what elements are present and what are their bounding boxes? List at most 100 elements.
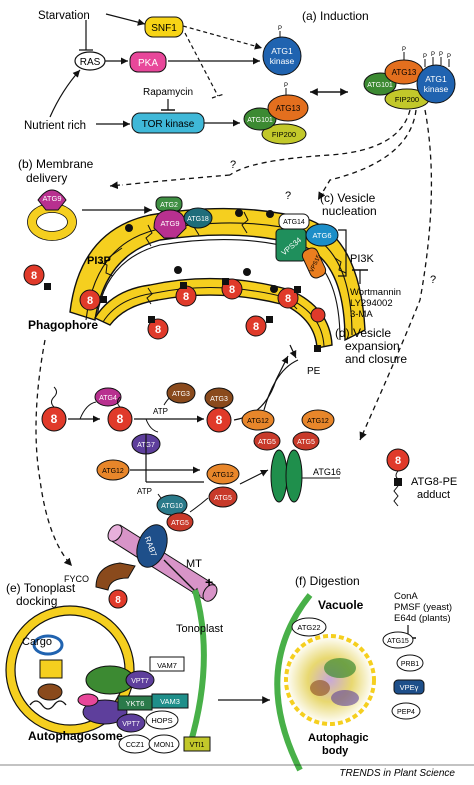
autophagosome-label: Autophagosome <box>28 729 123 743</box>
pep4-label: PEP4 <box>397 709 415 716</box>
adduct-label-1: ATG8-PE <box>411 476 457 488</box>
atg8-adduct-label: 8 <box>395 455 401 467</box>
vps15-node <box>301 247 327 279</box>
phagophore-label: Phagophore <box>28 318 98 332</box>
cona-label: ConA <box>394 591 418 602</box>
atg13b-label: ATG13 <box>392 68 417 77</box>
snf1-label: SNF1 <box>151 23 177 34</box>
microtubule <box>107 524 218 602</box>
atg22-node <box>291 617 327 637</box>
atg2-label: ATG2 <box>160 202 178 209</box>
atg5c-node <box>253 431 281 451</box>
section-c-label1: (c) Vesicle <box>320 191 376 205</box>
atg8-l5: 8 <box>229 284 235 296</box>
fyco-node <box>95 562 136 591</box>
atg5-node <box>208 486 238 508</box>
starvation-label: Starvation <box>38 10 90 22</box>
atg8-free-1 <box>41 386 67 432</box>
atg4-label: ATG4 <box>99 395 117 402</box>
atg16-right <box>285 449 303 503</box>
rapamycin-label: Rapamycin <box>143 87 193 98</box>
atg16-left <box>270 449 288 503</box>
fip200-node <box>261 123 307 145</box>
atg8-atg3 <box>204 387 234 433</box>
hops-label: HOPS <box>151 716 172 725</box>
atg6-node <box>305 223 339 247</box>
atg12b-label: ATG12 <box>212 472 234 479</box>
vam7-node <box>149 656 185 672</box>
atg13-phospho: P <box>284 83 288 89</box>
atg9-protein <box>37 189 67 211</box>
atg5c-label: ATG5 <box>258 439 276 446</box>
p2: P <box>423 54 427 60</box>
atp-label-1: ATP <box>153 407 168 416</box>
atg12-node <box>96 459 130 481</box>
vam3-label: VAM3 <box>160 697 180 706</box>
vacuole-label: Vacuole <box>318 598 364 612</box>
vam3-node <box>151 693 189 709</box>
atg9b-protein <box>153 209 187 239</box>
p5: P <box>447 54 451 60</box>
section-a-label: (a) Induction <box>302 9 369 23</box>
journal-footer: TRENDS in Plant Science <box>339 768 455 779</box>
p4: P <box>439 52 443 58</box>
atg8-free-3-label: 8 <box>216 413 223 427</box>
atg101b-label: ATG101 <box>367 82 393 89</box>
atg8-free-2-label: 8 <box>117 412 124 426</box>
atg5-label: ATG5 <box>214 495 232 502</box>
section-d-label3: and closure <box>345 352 407 366</box>
hops-node <box>145 710 179 730</box>
atg101-node <box>243 107 277 131</box>
mon1-label: MON1 <box>154 742 174 749</box>
vpt7b-label: VPT7 <box>122 721 140 728</box>
prb1-label: PRB1 <box>401 661 419 668</box>
autophagic-body-label-2: body <box>322 745 349 757</box>
atg8-l6: 8 <box>253 321 259 333</box>
pe-label: PE <box>307 366 321 377</box>
section-d-label2: expansion <box>345 339 400 353</box>
mt-plus: + <box>205 574 213 590</box>
section-e-label1: (e) Tonoplast <box>6 581 76 595</box>
fyco-label: FYCO <box>64 574 89 584</box>
atg1-kinase-line1: ATG1 <box>271 46 293 56</box>
tor-kinase-label: TOR kinase <box>142 119 195 130</box>
vpt7-label: VPT7 <box>131 678 149 685</box>
fip200-label: FIP200 <box>272 130 296 139</box>
question-3: ? <box>285 190 291 202</box>
pka-label: PKA <box>138 58 158 69</box>
atg22-label: ATG22 <box>297 623 320 632</box>
atg8-free-1-label: 8 <box>51 412 58 426</box>
vti1-node <box>183 736 211 752</box>
atg1-kinase-node <box>262 36 302 76</box>
atg8-l1: 8 <box>31 270 37 282</box>
question-2: ? <box>430 274 436 286</box>
prb1-node <box>396 654 424 672</box>
section-c-label2: nucleation <box>322 204 377 218</box>
atg3b-label: ATG3 <box>210 396 228 403</box>
atg8-docking-label: 8 <box>115 595 121 606</box>
atg10-label: ATG10 <box>161 503 183 510</box>
vpt7-node <box>125 670 155 690</box>
ras-label: RAS <box>80 57 101 68</box>
wortmannin-label: Wortmannin <box>350 287 401 298</box>
section-d-label1: (d) Vesicle <box>335 326 391 340</box>
pi3k-label: PI3K <box>350 253 375 265</box>
atg12c-label: ATG12 <box>247 418 269 425</box>
ykt6-label: YKT6 <box>126 699 145 708</box>
section-b-label2: delivery <box>26 171 67 185</box>
pi3p-label: PI3P <box>87 255 111 267</box>
e64d-label: E64d (plants) <box>394 613 451 624</box>
atg1-kinase-line2: kinase <box>270 56 295 66</box>
section-b-label1: (b) Membrane <box>18 157 94 171</box>
pmsf-label: PMSF (yeast) <box>394 602 452 613</box>
atp-label-2: ATP <box>137 487 152 496</box>
ccz1-label: CCZ1 <box>126 742 144 749</box>
atg101-label: ATG101 <box>247 117 273 124</box>
atg3-node <box>166 382 196 404</box>
atg15-node <box>382 631 414 649</box>
p1: P <box>402 47 406 53</box>
vpe-label: VPEγ <box>400 683 419 692</box>
atg8-l7: 8 <box>285 293 291 305</box>
atg8-docking <box>108 589 128 609</box>
